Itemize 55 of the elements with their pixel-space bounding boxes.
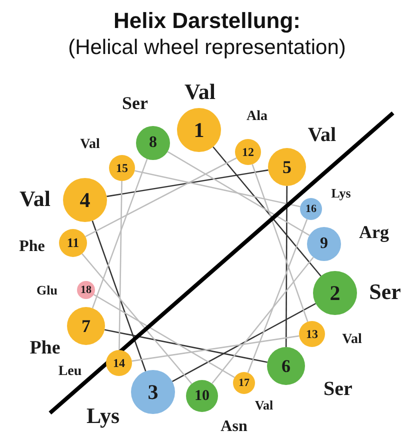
residue-circle: 4 bbox=[63, 178, 107, 222]
residue-circle: 6 bbox=[267, 347, 305, 385]
residue-label: Val bbox=[308, 125, 336, 145]
connector-line bbox=[92, 158, 148, 308]
connector-line bbox=[212, 146, 322, 277]
residue-label: Ser bbox=[324, 379, 352, 399]
connector-line bbox=[134, 170, 300, 208]
connector-line bbox=[106, 169, 268, 198]
residue-label: Arg bbox=[359, 223, 389, 241]
residue-circle: 10 bbox=[186, 380, 218, 412]
residue-label: Phe bbox=[19, 239, 45, 255]
connector-line bbox=[85, 157, 237, 238]
diagram-title: Helix Darstellung: bbox=[112, 8, 302, 34]
residue-label: Leu bbox=[58, 365, 82, 379]
residue-label: Val bbox=[184, 81, 216, 103]
residue-circle: 17 bbox=[233, 372, 255, 394]
residue-label: Glu bbox=[36, 284, 58, 296]
residue-circle: 11 bbox=[59, 229, 87, 257]
residue-circle: 16 bbox=[300, 198, 322, 220]
connector-line bbox=[212, 256, 314, 384]
connector-line bbox=[82, 253, 192, 384]
connector-line bbox=[172, 302, 316, 382]
residue-label: Ser bbox=[122, 94, 148, 112]
connector-line bbox=[92, 220, 146, 372]
connector-line bbox=[118, 181, 122, 350]
residue-label: Lys bbox=[331, 186, 351, 200]
residue-circle: 1 bbox=[177, 108, 221, 152]
residue-circle: 9 bbox=[307, 227, 341, 261]
residue-circle: 18 bbox=[77, 281, 95, 299]
connector-line bbox=[285, 186, 288, 347]
residue-circle: 7 bbox=[67, 307, 105, 345]
residue-circle: 14 bbox=[106, 350, 132, 376]
subtitle: (Helical wheel representation) bbox=[67, 36, 347, 60]
connector-line bbox=[104, 329, 268, 363]
residue-label: Ser bbox=[369, 281, 401, 303]
residue-label: Val bbox=[20, 188, 50, 210]
residue-label: Val bbox=[254, 398, 274, 412]
connector-line bbox=[93, 294, 235, 378]
connector-line bbox=[247, 219, 308, 373]
residue-circle: 8 bbox=[136, 126, 170, 160]
residue-circle: 3 bbox=[131, 370, 175, 414]
residue-label: Lys bbox=[86, 405, 120, 427]
connector-line bbox=[167, 151, 310, 236]
residue-circle: 15 bbox=[109, 155, 135, 181]
connector-line bbox=[132, 335, 300, 362]
residue-label: Phe bbox=[30, 338, 60, 358]
residue-label: Asn bbox=[220, 419, 248, 435]
residue-circle: 5 bbox=[268, 148, 306, 186]
residue-circle: 13 bbox=[299, 321, 325, 347]
residue-label: Val bbox=[342, 333, 362, 347]
residue-circle: 12 bbox=[235, 139, 261, 165]
residue-label: Val bbox=[80, 138, 100, 152]
residue-circle: 2 bbox=[313, 271, 357, 315]
connector-line bbox=[252, 164, 308, 322]
residue-label: Ala bbox=[246, 110, 268, 124]
